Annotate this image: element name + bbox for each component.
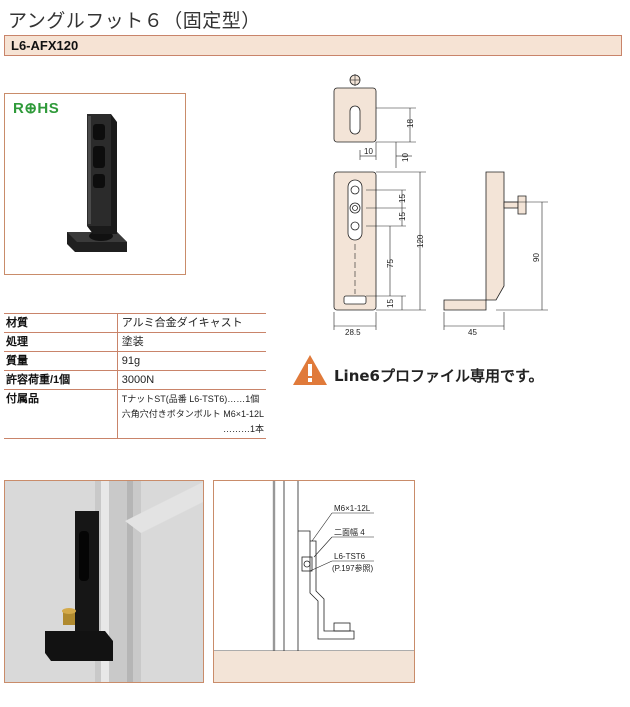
accessory-line-3: ………1本 <box>222 424 264 434</box>
rohs-logo: R⊕HS <box>13 100 60 117</box>
product-photo <box>67 114 127 252</box>
model-code: L6-AFX120 <box>11 38 79 53</box>
product-photo-box: R⊕HS <box>4 93 186 275</box>
spec-value: 91g <box>116 351 266 371</box>
dim-top-height: 18 <box>406 119 415 128</box>
accessory-line-1: TナットST(品番 L6-TST6)……1個 <box>121 394 260 404</box>
label-width-across: 二面幅 4 <box>334 527 365 537</box>
label-nut: L6-TST6 <box>334 552 366 561</box>
installation-diagram-image: M6×1-12L 二面幅 4 L6-TST6 (P.197参照) <box>214 481 414 682</box>
dim-hole-gap-1: 15 <box>398 194 407 203</box>
page-title: アングルフット６（固定型） <box>8 10 261 32</box>
dim-span: 75 <box>386 259 395 268</box>
spec-value: 塗装 <box>116 332 266 352</box>
dim-width: 28.5 <box>345 328 361 337</box>
dim-top-depth: 10 <box>401 153 410 162</box>
spec-value: アルミ合金ダイキャスト <box>116 313 266 333</box>
installation-photo <box>4 480 204 683</box>
accessory-line-2: 六角穴付きボタンボルト M6×1-12L <box>121 409 264 419</box>
spec-row: 処理 塗装 <box>4 332 266 352</box>
spec-label: 付属品 <box>4 389 118 439</box>
dim-bottom: 15 <box>386 299 395 308</box>
note-text: Line6プロファイル専用です。 <box>334 367 544 385</box>
spec-row-accessories: 付属品 TナットST(品番 L6-TST6)……1個 六角穴付きボタンボルト M… <box>4 389 266 439</box>
label-nut-ref: (P.197参照) <box>332 563 374 573</box>
spec-label: 材質 <box>4 313 118 333</box>
spec-table: 材質 アルミ合金ダイキャスト 処理 塗装 質量 91g 許容荷重/1個 3000… <box>4 313 266 439</box>
spec-row: 質量 91g <box>4 351 266 371</box>
label-bolt: M6×1-12L <box>334 504 371 513</box>
model-code-bar: L6-AFX120 <box>4 35 622 56</box>
spec-row: 許容荷重/1個 3000N <box>4 370 266 390</box>
warning-icon <box>293 355 327 385</box>
dim-side-depth: 45 <box>468 328 477 337</box>
spec-label: 許容荷重/1個 <box>4 370 118 390</box>
installation-diagram: M6×1-12L 二面幅 4 L6-TST6 (P.197参照) <box>213 480 415 683</box>
spec-row: 材質 アルミ合金ダイキャスト <box>4 313 266 333</box>
technical-drawing: 18 10 10 15 15 120 75 15 28.5 90 45 <box>333 74 548 337</box>
dim-side-height: 90 <box>532 253 541 262</box>
spec-value-accessories: TナットST(品番 L6-TST6)……1個 六角穴付きボタンボルト M6×1-… <box>116 389 266 439</box>
spec-value: 3000N <box>116 370 266 390</box>
spec-label: 処理 <box>4 332 118 352</box>
installation-photo-image <box>5 481 203 682</box>
spec-label: 質量 <box>4 351 118 371</box>
dim-hole-gap-2: 15 <box>398 212 407 221</box>
dim-total-height: 120 <box>416 234 425 248</box>
dim-top-width: 10 <box>364 147 373 156</box>
